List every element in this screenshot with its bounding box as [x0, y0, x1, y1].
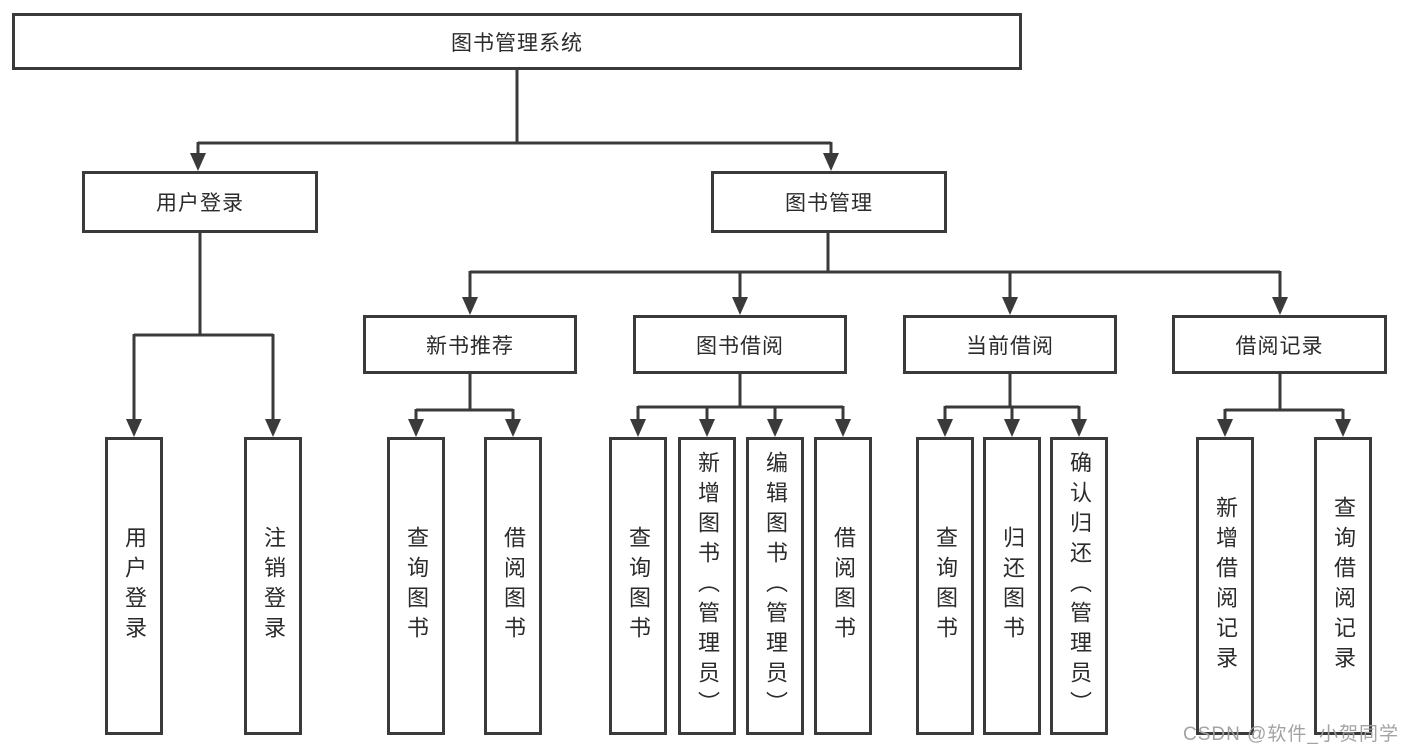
- leaf-query-books-3: 查询图书: [916, 437, 974, 735]
- node-root-library-system: 图书管理系统: [12, 13, 1022, 70]
- csdn-watermark: CSDN @软件_小贺同学: [1183, 724, 1399, 745]
- leaf-add-book-admin: 新增图书（管理员）: [678, 437, 736, 735]
- connector-bookmgmt-to-level3: [468, 233, 1282, 302]
- connector-record-to-leaves: [1223, 374, 1345, 424]
- leaf-edit-book-admin: 编辑图书（管理员）: [746, 437, 804, 735]
- leaf-logout: 注销登录: [244, 437, 302, 735]
- connector-borrow-to-leaves: [636, 374, 845, 424]
- leaf-user-login: 用户登录: [105, 437, 163, 735]
- leaf-return-book: 归还图书: [983, 437, 1041, 735]
- leaf-query-books-2: 查询图书: [609, 437, 667, 735]
- node-book-borrowing: 图书借阅: [633, 315, 847, 374]
- leaf-borrow-books-1: 借阅图书: [484, 437, 542, 735]
- node-book-management: 图书管理: [711, 171, 947, 233]
- node-new-book-recommend: 新书推荐: [363, 315, 577, 374]
- connector-root-to-level2: [196, 70, 833, 158]
- node-borrowing-records: 借阅记录: [1172, 315, 1387, 374]
- connector-userlogin-to-leaves: [132, 233, 275, 424]
- leaf-add-borrow-record: 新增借阅记录: [1196, 437, 1254, 735]
- leaf-borrow-books-2: 借阅图书: [814, 437, 872, 735]
- leaf-confirm-return-admin: 确认归还（管理员）: [1050, 437, 1108, 735]
- node-user-login: 用户登录: [82, 171, 318, 233]
- node-current-borrowing: 当前借阅: [903, 315, 1117, 374]
- connector-current-to-leaves: [943, 374, 1081, 424]
- leaf-query-books-1: 查询图书: [387, 437, 445, 735]
- connector-newbook-to-leaves: [414, 374, 515, 424]
- leaf-query-borrow-record: 查询借阅记录: [1314, 437, 1372, 735]
